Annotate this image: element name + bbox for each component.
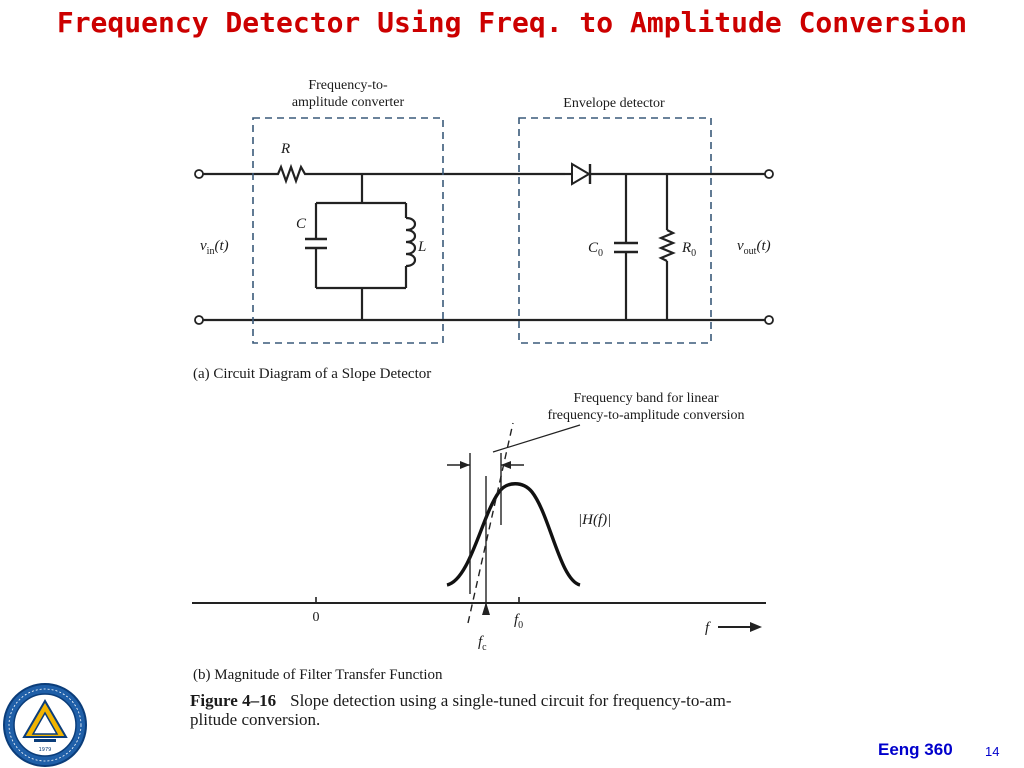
band-label-leader — [492, 424, 581, 453]
axis-arrow-icon — [750, 622, 762, 632]
slide-title: Frequency Detector Using Freq. to Amplit… — [56, 6, 968, 39]
band-left-arrowhead-icon — [460, 461, 470, 469]
transfer-function-plot: 0 f0 fc Frequency band for linear freque… — [192, 391, 766, 683]
tangent-line — [467, 422, 514, 624]
converter-label-line2: amplitude converter — [292, 95, 405, 110]
resistor-R0-symbol — [658, 174, 676, 320]
output-terminal-top — [764, 169, 774, 179]
university-logo: 1979 — [3, 683, 87, 767]
axis-label: f — [705, 620, 711, 636]
curve-label: |H(f)| — [578, 512, 611, 528]
input-terminal-top — [194, 169, 204, 179]
resistor-R-symbol — [203, 163, 565, 185]
capacitor-C-symbol — [305, 203, 327, 288]
envelope-detector-label: Envelope detector — [563, 96, 665, 111]
converter-label-line1: Frequency-to- — [308, 78, 388, 93]
response-caption: (b) Magnitude of Filter Transfer Functio… — [193, 667, 443, 683]
inductor-L-symbol — [404, 203, 417, 288]
f0-label: f0 — [514, 612, 523, 631]
course-label: Eeng 360 — [878, 740, 953, 759]
capacitor-C0-label: C0 — [588, 240, 603, 259]
transfer-function-curve — [446, 482, 581, 587]
circuit-caption: (a) Circuit Diagram of a Slope Detector — [193, 366, 431, 382]
capacitor-C-label: C — [296, 216, 307, 232]
logo-year: 1979 — [39, 747, 52, 753]
vout-label: vout(t) — [737, 238, 771, 257]
resistor-R-label: R — [280, 141, 290, 157]
converter-box — [252, 117, 444, 344]
envelope-detector-box — [518, 117, 712, 344]
input-terminal-bottom — [194, 315, 204, 325]
fc-label: fc — [478, 634, 487, 653]
tank-circuit — [305, 174, 417, 320]
figure-caption-line2: plitude conversion. — [190, 710, 320, 729]
band-label-line1: Frequency band for linear — [574, 391, 719, 406]
band-label-line2: frequency-to-amplitude conversion — [547, 408, 744, 423]
page-number: 14 — [985, 744, 1000, 759]
output-terminal-bottom — [764, 315, 774, 325]
circuit-diagram: Frequency-to- amplitude converter Envelo… — [193, 78, 774, 382]
vin-label: vin(t) — [200, 238, 229, 257]
diode-symbol — [565, 162, 765, 186]
fc-arrow-icon — [482, 602, 490, 615]
capacitor-C0-symbol — [614, 174, 638, 320]
resistor-R0-label: R0 — [681, 240, 696, 259]
origin-label: 0 — [313, 610, 320, 625]
band-right-arrowhead-icon — [501, 461, 511, 469]
inductor-L-label: L — [417, 239, 426, 255]
